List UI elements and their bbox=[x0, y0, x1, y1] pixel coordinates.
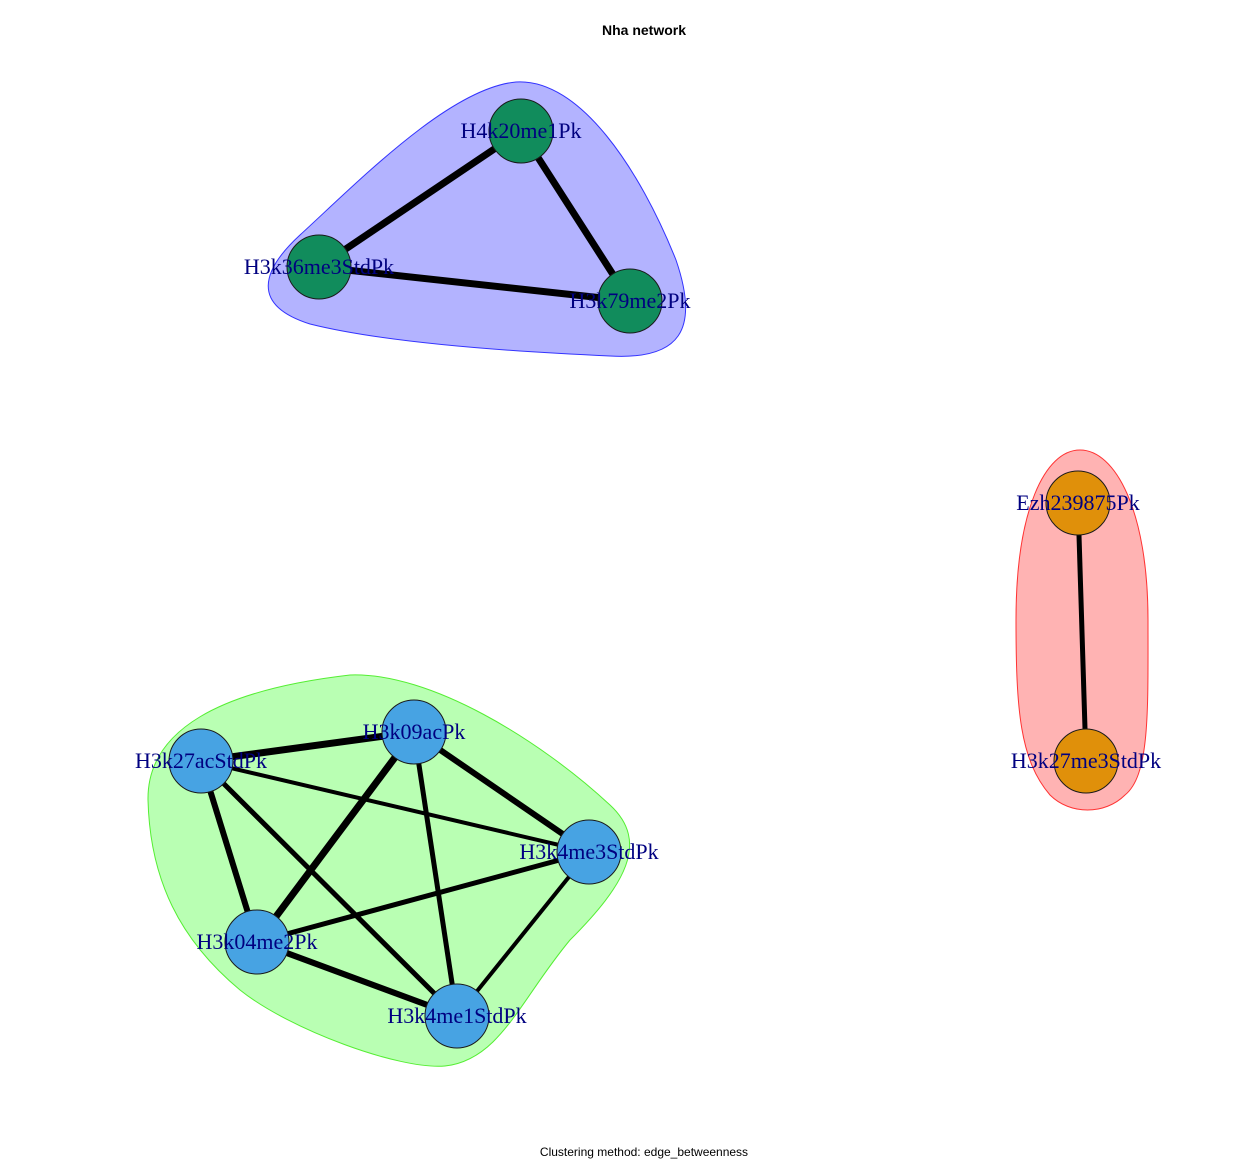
node-label-n6: H3k27acStdPk bbox=[135, 748, 267, 773]
edge-n6-n10 bbox=[199, 759, 459, 1018]
node-n5 bbox=[1053, 728, 1119, 794]
diagram-subtitle: Clustering method: edge_betweenness bbox=[540, 1145, 748, 1159]
node-label-n3: H3k79me2Pk bbox=[570, 288, 691, 313]
node-n6 bbox=[168, 728, 234, 794]
node-label-n2: H3k36me3StdPk bbox=[244, 254, 394, 279]
edge-n1-n2 bbox=[317, 128, 523, 270]
edge-n2-n3 bbox=[318, 263, 631, 305]
edge-n7-n10 bbox=[411, 731, 460, 1017]
node-n2 bbox=[286, 234, 352, 300]
node-label-n5: H3k27me3StdPk bbox=[1011, 748, 1161, 773]
node-label-n8: H3k4me3StdPk bbox=[519, 839, 658, 864]
edge-n4-n5 bbox=[1075, 502, 1089, 762]
edge-n9-n10 bbox=[255, 939, 459, 1019]
node-n7 bbox=[381, 699, 447, 765]
node-n4 bbox=[1045, 470, 1111, 536]
node-label-n7: H3k09acPk bbox=[363, 719, 466, 744]
node-n3 bbox=[597, 268, 663, 334]
edge-n1-n3 bbox=[518, 129, 633, 303]
cluster-hull-top bbox=[267, 81, 687, 357]
node-layer bbox=[168, 98, 1119, 1049]
node-label-n10: H3k4me1StdPk bbox=[387, 1003, 526, 1028]
node-label-n1: H4k20me1Pk bbox=[461, 118, 582, 143]
edge-n8-n9 bbox=[256, 849, 590, 945]
node-n9 bbox=[224, 909, 290, 975]
edge-n6-n7 bbox=[200, 728, 415, 765]
edge-n7-n9 bbox=[254, 729, 417, 945]
edge-n6-n8 bbox=[200, 759, 590, 854]
label-layer: H4k20me1PkH3k36me3StdPkH3k79me2PkEzh2398… bbox=[135, 118, 1161, 1028]
edge-n8-n10 bbox=[455, 850, 591, 1018]
node-label-n9: H3k04me2Pk bbox=[197, 929, 318, 954]
diagram-title: Nha network bbox=[602, 22, 686, 38]
node-label-n4: Ezh239875Pk bbox=[1016, 490, 1139, 515]
cluster-hulls bbox=[147, 81, 1149, 1067]
node-n10 bbox=[424, 983, 490, 1049]
node-n8 bbox=[556, 819, 622, 885]
edge-n7-n8 bbox=[412, 729, 591, 855]
node-n1 bbox=[488, 98, 554, 164]
